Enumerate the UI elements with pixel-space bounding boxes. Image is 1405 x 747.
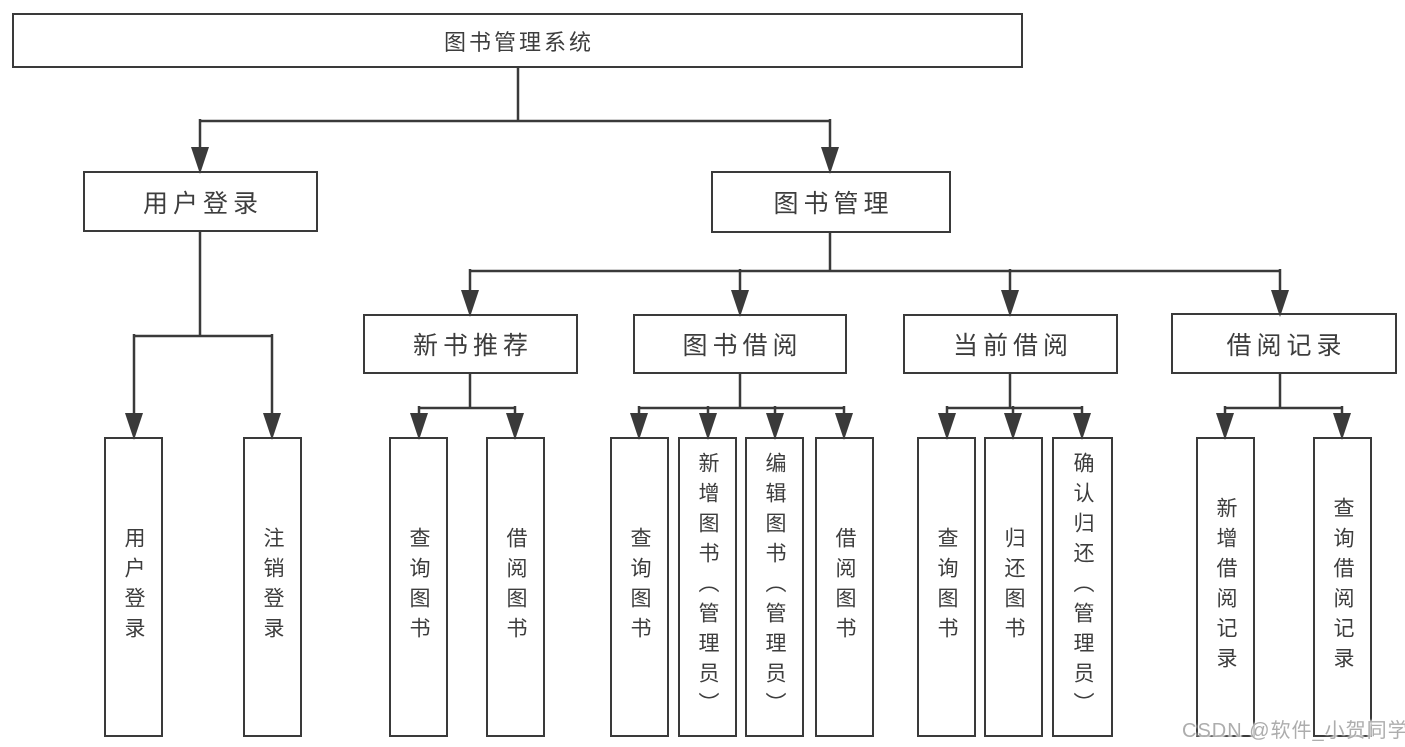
leaf-query-books-current: 查询图书 bbox=[917, 437, 976, 737]
leaf-confirm-return-admin: 确认归还（管理员） bbox=[1052, 437, 1113, 737]
leaf-edit-book-admin: 编辑图书（管理员） bbox=[745, 437, 804, 737]
leaf-add-book-admin: 新增图书（管理员） bbox=[678, 437, 737, 737]
leaf-borrow-books-recommend: 借阅图书 bbox=[486, 437, 545, 737]
leaf-query-borrow-record: 查询借阅记录 bbox=[1313, 437, 1372, 737]
csdn-watermark: CSDN @软件_小贺同学 bbox=[1182, 720, 1405, 742]
leaf-query-books-borrow: 查询图书 bbox=[610, 437, 669, 737]
leaf-query-books-recommend: 查询图书 bbox=[389, 437, 448, 737]
leaf-return-books: 归还图书 bbox=[984, 437, 1043, 737]
node-book-management: 图书管理 bbox=[711, 171, 951, 233]
node-borrow-records: 借阅记录 bbox=[1171, 313, 1397, 374]
leaf-add-borrow-record: 新增借阅记录 bbox=[1196, 437, 1255, 737]
leaf-user-login: 用户登录 bbox=[104, 437, 163, 737]
leaf-logout: 注销登录 bbox=[243, 437, 302, 737]
node-book-borrow: 图书借阅 bbox=[633, 314, 847, 374]
node-root-book-management-system: 图书管理系统 bbox=[12, 13, 1023, 68]
node-user-login: 用户登录 bbox=[83, 171, 318, 232]
node-current-borrow: 当前借阅 bbox=[903, 314, 1118, 374]
leaf-borrow-books-borrow: 借阅图书 bbox=[815, 437, 874, 737]
node-new-book-recommend: 新书推荐 bbox=[363, 314, 578, 374]
